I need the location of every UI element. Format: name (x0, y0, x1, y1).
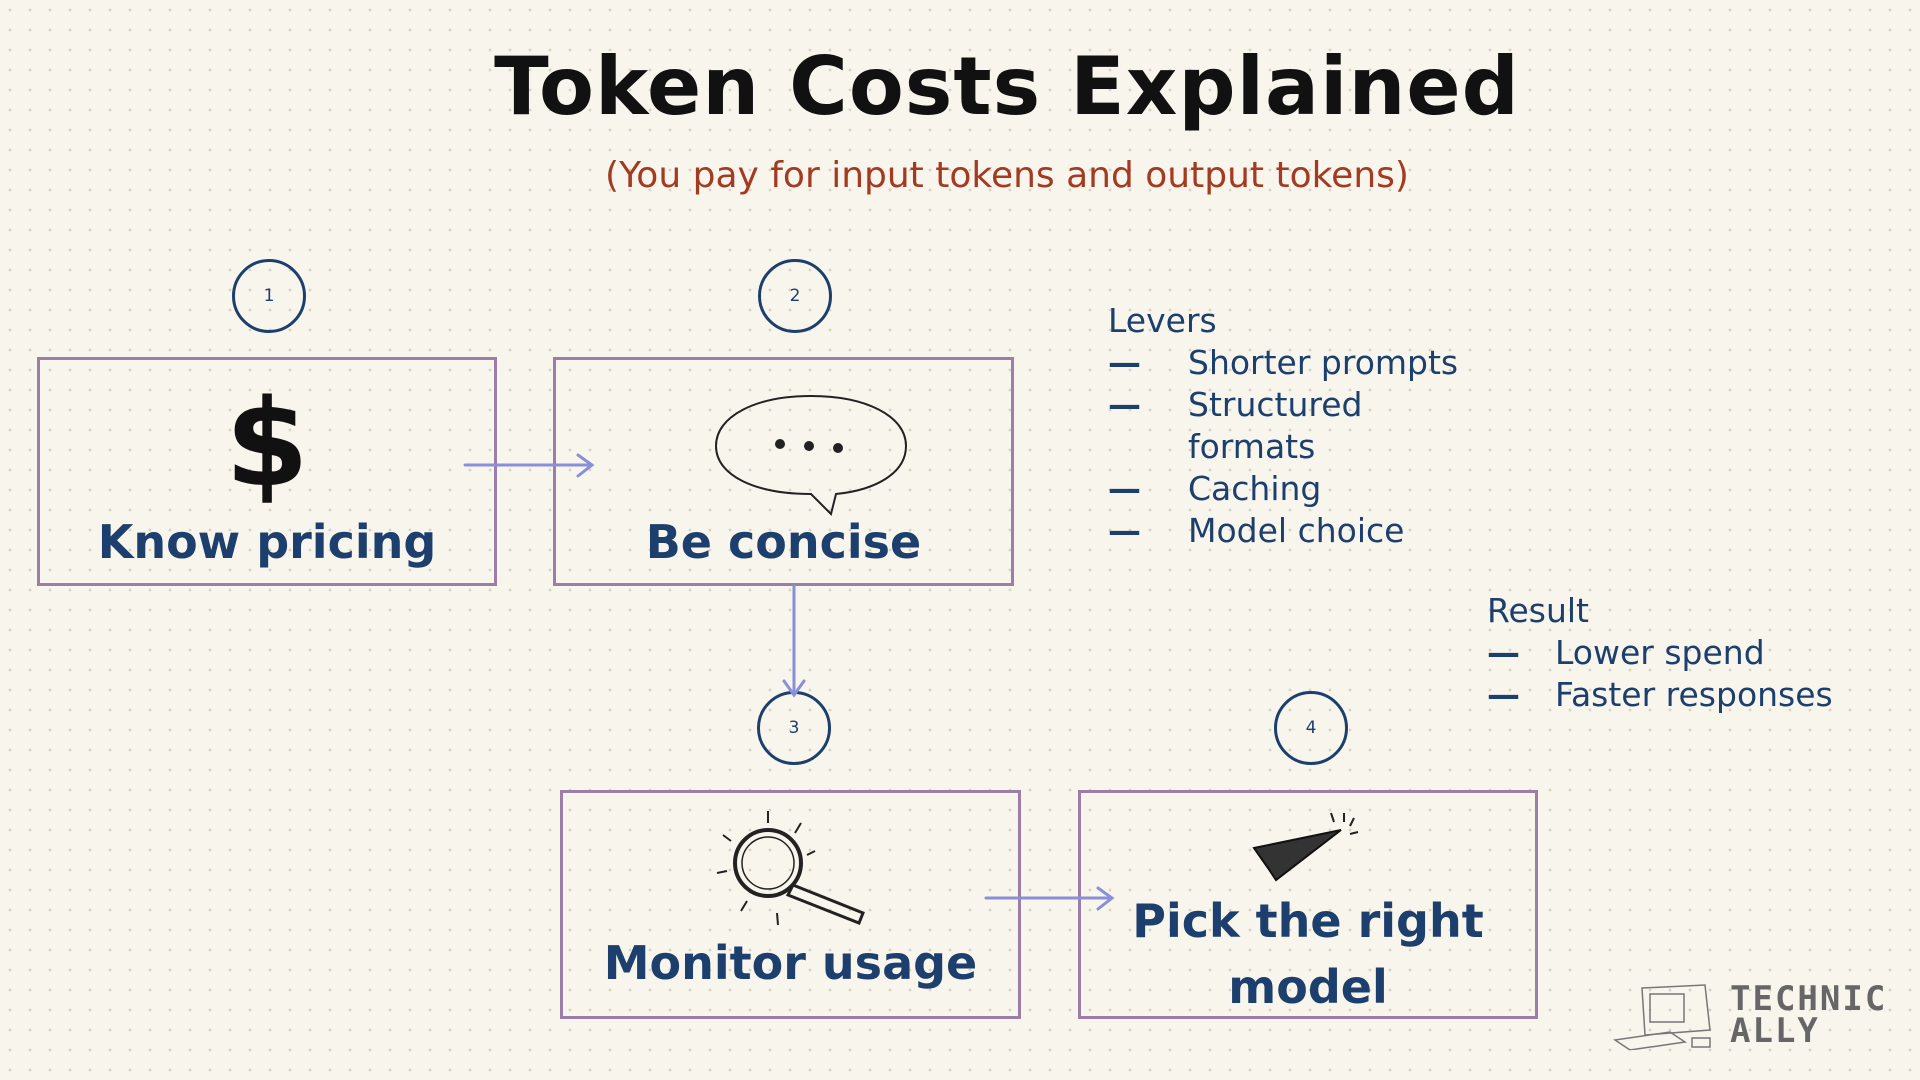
dash: — (1108, 343, 1141, 382)
step-number-2: 2 (758, 259, 832, 333)
step-label: Pick the right model (1132, 894, 1484, 1014)
levers-list: Levers — Shorter prompts — Structured form… (1108, 300, 1458, 552)
result-item: Lower spend (1555, 633, 1765, 672)
computer-icon (1612, 984, 1711, 1050)
result-heading: Result (1487, 591, 1589, 630)
speech-bubble-icon (714, 394, 908, 516)
step-box-monitor-usage: Monitor usage (560, 790, 1021, 1019)
dash: — (1108, 469, 1141, 508)
page-title: Token Costs Explained (494, 40, 1520, 133)
step-number-1: 1 (232, 259, 306, 333)
arrow-1-to-2 (463, 453, 595, 478)
result-item: Faster responses (1555, 675, 1833, 714)
step-label: Monitor usage (603, 936, 978, 990)
arrow-3-to-4 (984, 886, 1115, 911)
dash: — (1487, 633, 1520, 672)
dash: — (1108, 385, 1141, 424)
step-box-know-pricing: $ Know pricing (37, 357, 497, 586)
step-box-be-concise: Be concise (553, 357, 1014, 586)
arrow-2-to-3 (782, 584, 806, 698)
paper-plane-icon (1252, 812, 1359, 882)
dash: — (1108, 511, 1141, 550)
result-list: Result — Lower spend — Faster responses (1487, 590, 1833, 716)
step-number-4: 4 (1274, 691, 1348, 765)
page-subtitle: (You pay for input tokens and output tok… (605, 155, 1409, 196)
lever-item: Caching (1188, 469, 1322, 508)
lever-item: Shorter prompts (1188, 343, 1459, 382)
step-label: Be concise (645, 515, 922, 569)
dash: — (1487, 675, 1520, 714)
logo-text: TECHNICALLY (1730, 979, 1888, 1051)
step-box-pick-model: Pick the right model (1078, 790, 1538, 1019)
step-label: Know pricing (97, 515, 437, 569)
dollar-icon: $ (225, 375, 309, 514)
lever-item: Structured formats (1188, 385, 1363, 466)
levers-heading: Levers (1108, 301, 1217, 340)
technically-logo: TECHNICALLY (1610, 980, 1890, 1050)
lever-item: Model choice (1188, 511, 1405, 550)
magnifier-icon (716, 811, 865, 926)
